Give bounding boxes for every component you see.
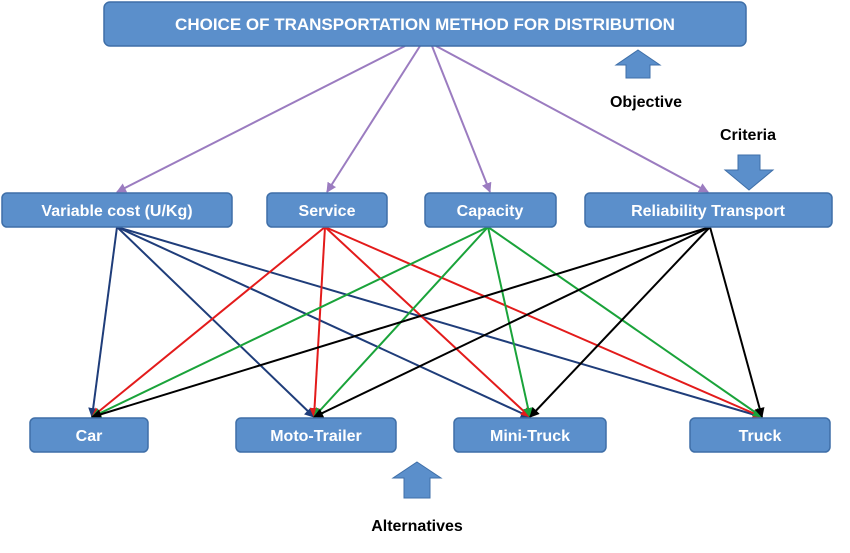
alternative-moto-trailer: Moto-Trailer [235, 417, 397, 453]
link-reliability-to-mini [529, 226, 711, 418]
alternative-mini-truck: Mini-Truck [453, 417, 607, 453]
criterion-reliability-label: Reliability Transport [631, 203, 785, 220]
objective-annotation: Objective [610, 94, 682, 111]
link-objective-to-service [326, 45, 421, 193]
alternative-car: Car [29, 417, 149, 453]
alternatives-annotation: Alternatives [371, 518, 463, 535]
link-service-to-car [91, 226, 326, 418]
alternative-moto-trailer-label: Moto-Trailer [270, 428, 362, 445]
criterion-cost: Variable cost (U/Kg) [1, 192, 233, 228]
link-service-to-moto [309, 226, 326, 418]
link-cost-to-truck [116, 226, 763, 420]
objective-up-arrow-icon [614, 49, 662, 79]
link-reliability-to-car [91, 226, 711, 420]
link-cost-to-car [88, 226, 118, 418]
link-service-to-mini [324, 226, 531, 418]
criterion-cost-label: Variable cost (U/Kg) [41, 203, 192, 220]
link-capacity-to-truck [487, 226, 763, 418]
link-objective-to-reliability [435, 45, 709, 193]
link-capacity-to-mini [487, 226, 533, 418]
alternatives-row: Car Moto-Trailer Mini-Truck Truck [29, 417, 831, 453]
link-objective-to-cost [116, 45, 406, 193]
link-reliability-to-truck [709, 226, 765, 418]
criterion-reliability: Reliability Transport [584, 192, 833, 228]
criteria-down-arrow-icon [723, 154, 775, 191]
criterion-service-label: Service [299, 203, 356, 220]
criteria-row: Variable cost (U/Kg) Service Capacity Re… [1, 192, 833, 228]
link-cost-to-mini [116, 226, 531, 418]
alternative-mini-truck-label: Mini-Truck [490, 428, 570, 445]
link-cost-to-moto [116, 226, 315, 418]
link-objective-to-capacity [431, 45, 492, 193]
link-reliability-to-moto [313, 226, 711, 418]
criterion-service: Service [266, 192, 388, 228]
objective-node: CHOICE OF TRANSPORTATION METHOD FOR DIST… [103, 1, 747, 47]
link-capacity-to-car [91, 226, 489, 418]
link-service-to-truck [324, 226, 763, 418]
connector-lines [88, 45, 765, 420]
alternative-car-label: Car [76, 428, 103, 445]
alternative-truck-label: Truck [739, 428, 782, 445]
alternatives-up-arrow-icon [391, 461, 443, 499]
alternative-truck: Truck [689, 417, 831, 453]
objective-label: CHOICE OF TRANSPORTATION METHOD FOR DIST… [175, 15, 675, 34]
criterion-capacity: Capacity [424, 192, 557, 228]
criteria-annotation: Criteria [720, 127, 776, 144]
objective-box [103, 1, 747, 47]
criterion-capacity-label: Capacity [457, 203, 524, 220]
